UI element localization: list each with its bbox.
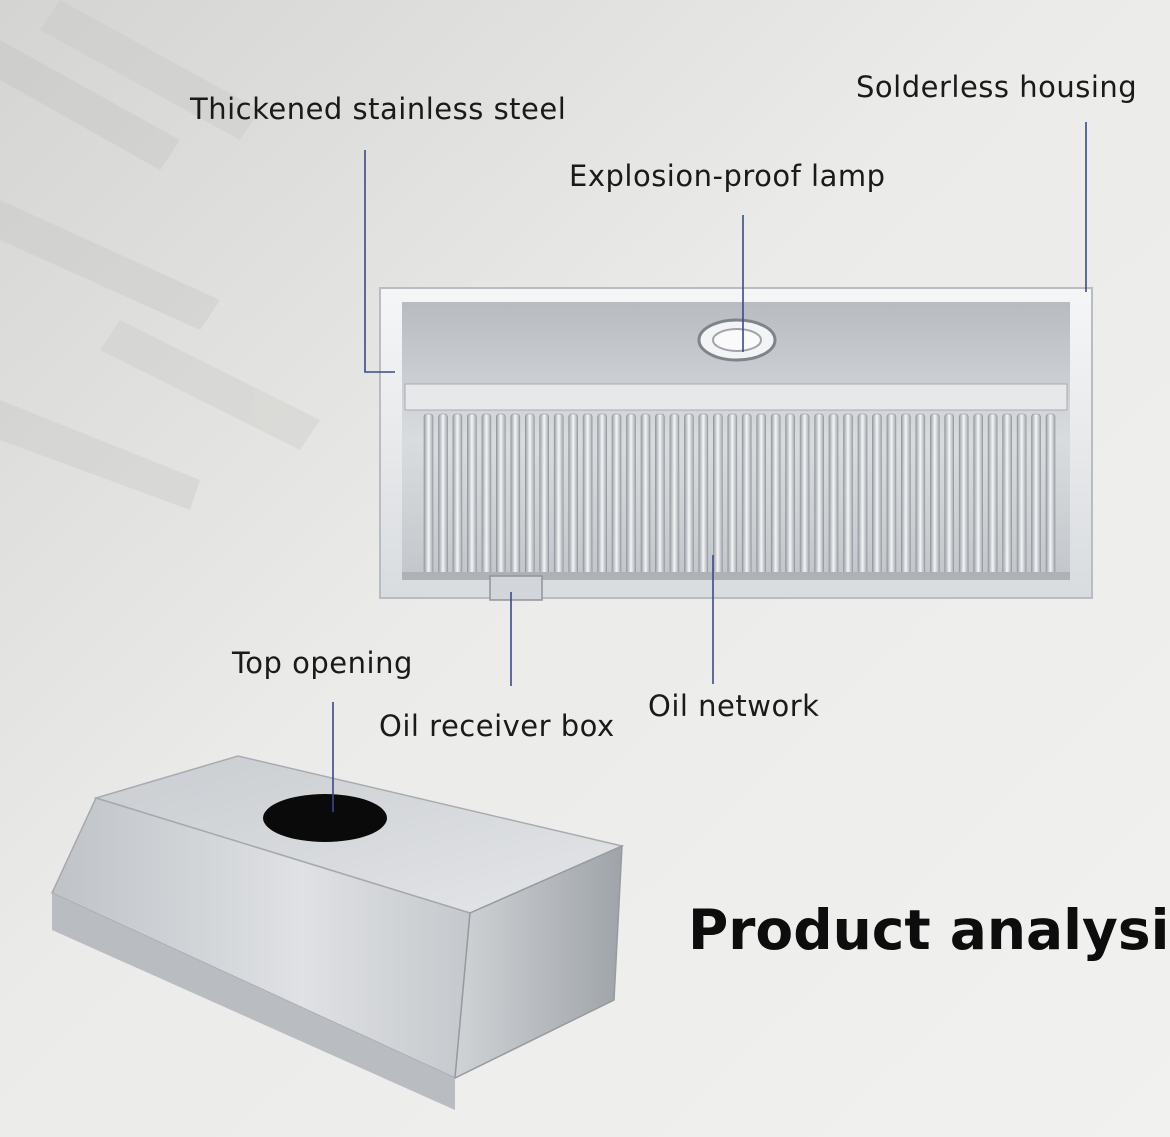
filter-fin <box>973 413 984 575</box>
filter-fin <box>510 413 521 575</box>
filter-fin <box>958 413 969 575</box>
leader-lines <box>332 122 1087 812</box>
leaf-shadow-pattern <box>0 0 320 510</box>
filter-fin <box>886 413 897 575</box>
hood-front-view <box>379 287 1093 601</box>
filter-fin <box>1045 413 1056 575</box>
filter-fin <box>684 413 694 575</box>
filter-fin <box>799 413 810 575</box>
filter-fin <box>756 413 767 575</box>
filter-fin <box>597 413 607 575</box>
label-explosion-proof-lamp: Explosion-proof lamp <box>569 159 886 193</box>
filter-fin <box>655 413 665 575</box>
filter-fin <box>843 413 853 575</box>
filter-fin <box>1002 413 1012 575</box>
filter-fin <box>495 413 506 575</box>
filter-fin <box>452 413 463 575</box>
page-title: Product analysis <box>688 898 1170 962</box>
filter-fin <box>741 413 752 575</box>
filter-fin <box>553 413 564 575</box>
label-solderless-housing: Solderless housing <box>856 70 1138 104</box>
filter-fin <box>423 413 434 575</box>
label-top-opening: Top opening <box>232 646 413 680</box>
label-oil-receiver-box: Oil receiver box <box>379 709 615 743</box>
filter-fin <box>872 413 882 575</box>
filter-fin <box>698 413 709 575</box>
label-oil-network: Oil network <box>648 689 820 723</box>
filter-fin <box>857 413 868 575</box>
filter-fin <box>626 413 636 575</box>
top-opening-icon <box>263 794 387 842</box>
filter-fin <box>640 413 651 575</box>
filter-fin <box>944 413 955 575</box>
filter-fin <box>987 413 998 575</box>
filter-fin <box>611 413 622 575</box>
filter-fin <box>438 413 448 575</box>
filter-fin <box>1031 413 1041 575</box>
oil-receiver-box-icon <box>489 575 543 601</box>
filter-fin <box>568 413 579 575</box>
filter-fin <box>712 413 723 575</box>
filter-fin <box>770 413 781 575</box>
filter-fin <box>929 413 940 575</box>
filter-fin <box>900 413 911 575</box>
filter-fin <box>814 413 824 575</box>
filter-fin <box>524 413 535 575</box>
filter-fin <box>669 413 680 575</box>
filter-fin <box>467 413 477 575</box>
filter-fin <box>582 413 593 575</box>
filter-fin <box>915 413 926 575</box>
hood-3d-view <box>51 755 625 1110</box>
filter-fin <box>539 413 550 575</box>
filter-fin <box>481 413 492 575</box>
filter-fin <box>1016 413 1027 575</box>
label-thickened-stainless-steel: Thickened stainless steel <box>190 92 567 126</box>
filter-fin <box>727 413 738 575</box>
filter-fin <box>828 413 839 575</box>
filter-fin <box>785 413 795 575</box>
leader-thickened <box>364 150 395 373</box>
